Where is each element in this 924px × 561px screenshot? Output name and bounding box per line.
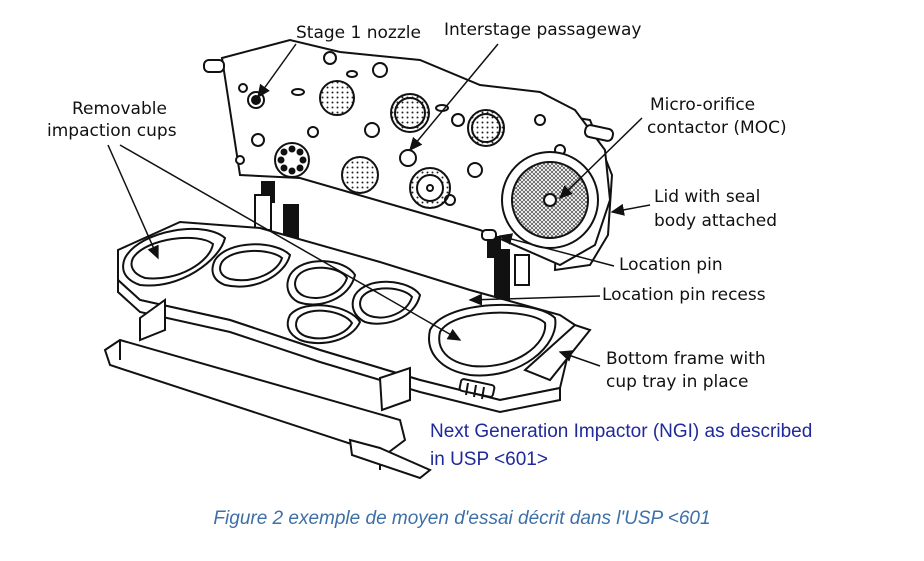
leader-cups-a (107, 144, 159, 260)
leader-stage1 (257, 43, 297, 99)
description-line1: Next Generation Impactor (NGI) as descri… (430, 421, 813, 442)
label-interstage-passageway: Interstage passageway (444, 20, 642, 40)
leader-lines (107, 43, 651, 367)
leader-pin (498, 233, 615, 267)
lid (203, 38, 615, 272)
nozzle-5 (341, 156, 379, 194)
label-moc-line2: contactor (MOC) (647, 118, 787, 138)
figure-caption: Figure 2 exemple de moyen d'essai décrit… (213, 508, 711, 529)
lid-handle-left (203, 59, 225, 73)
label-moc-line1: Micro-orifice (650, 95, 756, 115)
hinges (254, 194, 530, 306)
label-removable-line1: Removable (72, 99, 167, 119)
label-bottom-line2: cup tray in place (606, 372, 749, 392)
label-stage1-nozzle: Stage 1 nozzle (296, 23, 421, 43)
label-location-pin-recess: Location pin recess (602, 285, 766, 305)
label-location-pin: Location pin (619, 255, 723, 275)
location-pin (481, 229, 497, 241)
nozzle-4 (467, 109, 505, 147)
nozzle-3 (390, 93, 430, 133)
nozzle-2 (319, 80, 355, 116)
lid-handle-right (583, 124, 615, 142)
leader-moc (558, 117, 643, 200)
label-bottom-line1: Bottom frame with (606, 349, 766, 369)
description-line2: in USP <601> (430, 449, 548, 470)
label-lid-line1: Lid with seal (654, 187, 761, 207)
leader-bottom (558, 350, 601, 367)
label-removable-line2: impaction cups (47, 121, 177, 141)
leader-recess (468, 293, 601, 306)
cup-tray (103, 220, 592, 480)
leader-interstage (409, 43, 499, 152)
label-lid-line2: body attached (654, 211, 777, 231)
leader-cups-b (119, 144, 462, 341)
leader-lid (610, 203, 651, 216)
